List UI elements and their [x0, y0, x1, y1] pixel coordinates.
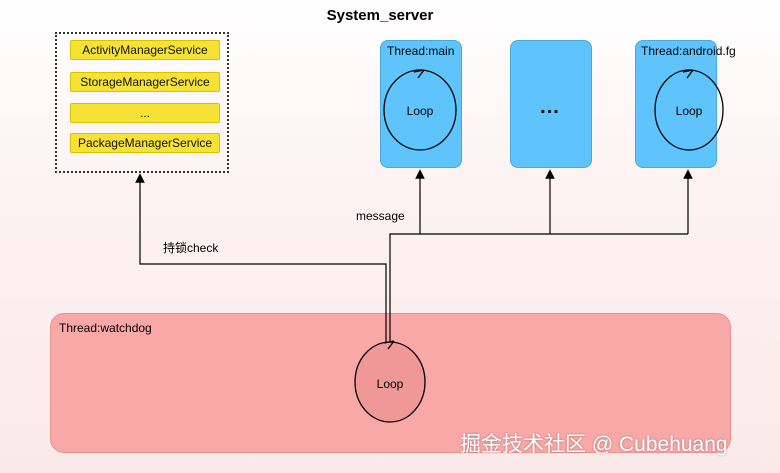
thread-main-box — [380, 40, 462, 168]
message-bus-line — [389, 233, 688, 342]
message-label: message — [356, 209, 405, 223]
check-label: 持锁check — [163, 241, 219, 255]
service-storage-manager: StorageManagerService — [70, 72, 220, 92]
loop-main-circle — [383, 69, 457, 151]
thread-ellipsis-box — [510, 40, 592, 168]
loop-watchdog-label: Loop — [376, 377, 404, 391]
services-group — [55, 32, 229, 173]
loop-main-label: Loop — [406, 104, 434, 118]
watchdog-label: Thread:watchdog — [59, 321, 152, 335]
service-activity-manager: ActivityManagerService — [70, 40, 220, 60]
thread-main-label: Thread:main — [387, 44, 455, 58]
diagram-title: System_server — [326, 7, 434, 24]
loop-fg-label: Loop — [675, 104, 703, 118]
check-arrow-services — [135, 173, 387, 342]
watermark: 掘金技术社区 @ Cubehuang — [460, 433, 728, 456]
thread-ellipsis-label: ... — [540, 96, 560, 118]
service-ellipsis: ... — [70, 103, 220, 123]
thread-fg-label: Thread:android.fg — [641, 44, 736, 58]
loop-fg-circle — [654, 69, 724, 151]
service-package-manager: PackageManagerService — [70, 133, 220, 153]
